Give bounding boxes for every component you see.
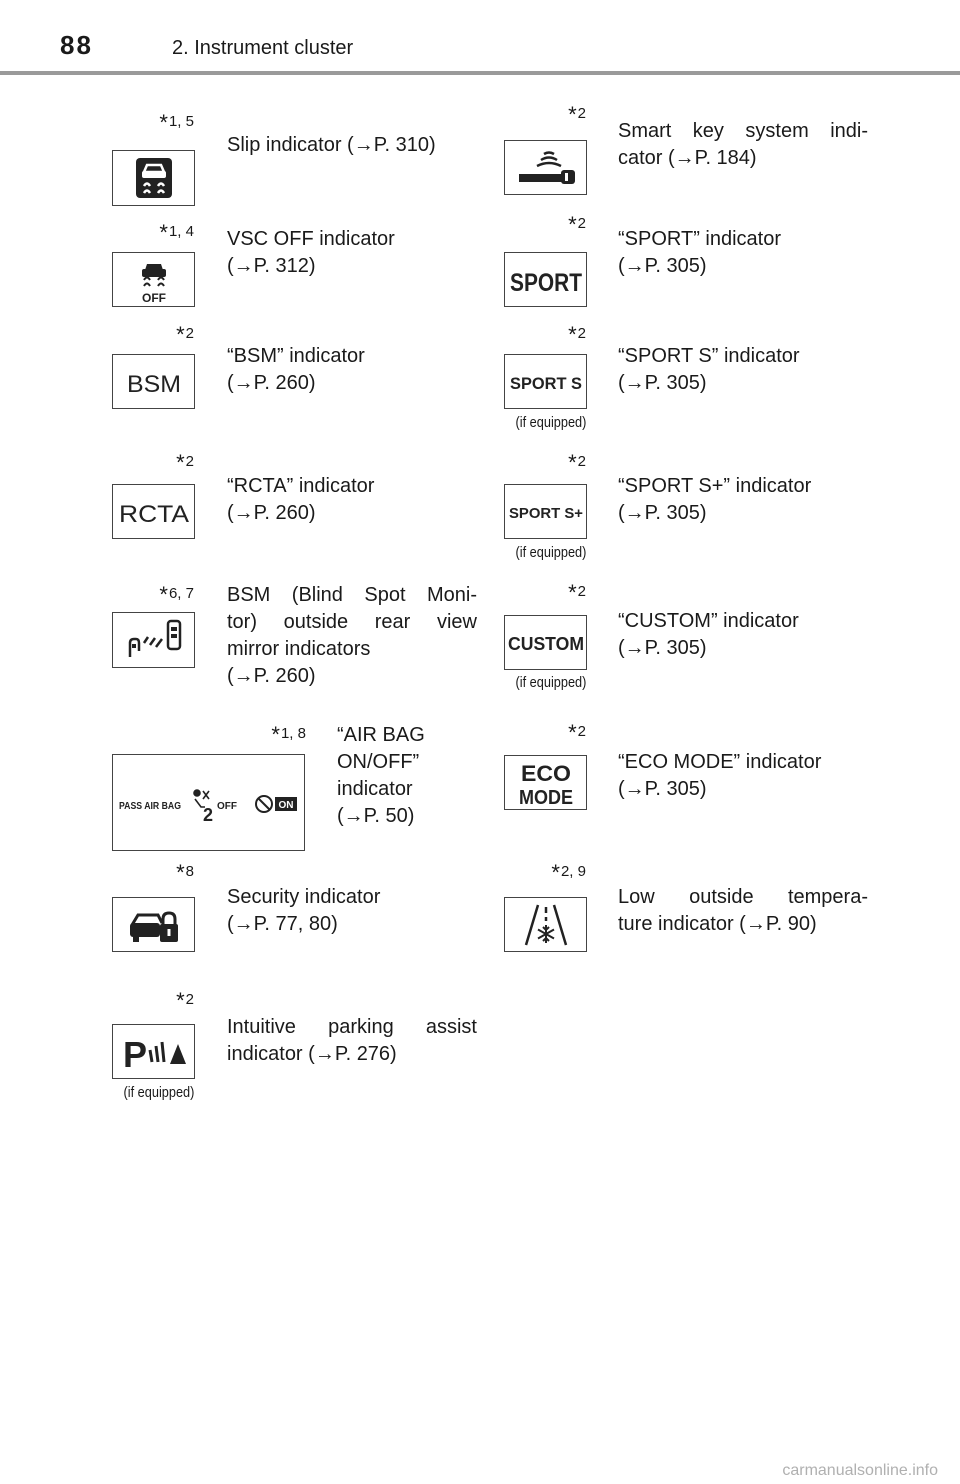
footnote-ref: *2 xyxy=(176,322,194,347)
low-temp-desc: Low outside tempera- ture indicator (→P.… xyxy=(618,886,868,935)
parking-assist-icon: P xyxy=(112,1024,195,1079)
footnote-ref: *2 xyxy=(568,102,586,127)
svg-text:SPORT S+: SPORT S+ xyxy=(509,505,583,522)
svg-text:CUSTOM: CUSTOM xyxy=(508,634,584,654)
page-header: 88 2. Instrument cluster xyxy=(0,0,960,76)
if-equipped-label: (if equipped) xyxy=(515,544,586,561)
svg-text:OFF: OFF xyxy=(217,801,237,812)
sport-s-plus-desc: “SPORT S+” indicator (→P. 305) xyxy=(618,475,812,524)
if-equipped-label: (if equipped) xyxy=(515,414,586,431)
bsm-mirror-desc: BSM (Blind Spot Moni- tor) outside rear … xyxy=(227,584,477,687)
sport-s-plus-icon: SPORT S+ xyxy=(504,484,587,539)
footnote-ref: *1, 5 xyxy=(159,110,194,135)
security-lock-icon xyxy=(112,897,195,952)
footnote-ref: *8 xyxy=(176,860,194,885)
parking-assist-desc: Intuitive parking assist indicator (→P. … xyxy=(227,1016,477,1065)
svg-text:ON: ON xyxy=(278,800,293,811)
header-rule xyxy=(0,71,960,75)
smart-key-desc: Smart key system indi- cator (→P. 184) xyxy=(618,120,868,169)
airbag-desc: “AIR BAG ON/OFF” indicator (→P. 50) xyxy=(337,724,425,827)
bsm-desc: “BSM” indicator (→P. 260) xyxy=(227,345,365,394)
slip-indicator-desc: Slip indicator (→P. 310) xyxy=(227,134,436,156)
footnote-ref: *2 xyxy=(568,720,586,745)
vsc-off-desc: VSC OFF indicator (→P. 312) xyxy=(227,228,395,277)
rcta-icon: RCTA xyxy=(112,484,195,539)
footnote-ref: *1, 8 xyxy=(271,722,306,747)
sport-s-desc: “SPORT S” indicator (→P. 305) xyxy=(618,345,800,394)
footnote-ref: *6, 7 xyxy=(159,582,194,607)
svg-text:BSM: BSM xyxy=(127,371,181,398)
smart-key-icon xyxy=(504,140,587,195)
section-title: 2. Instrument cluster xyxy=(172,37,354,59)
bsm-mirror-icon xyxy=(112,612,195,668)
svg-text:SPORT S: SPORT S xyxy=(510,374,582,393)
airbag-on-off-icon: PASS AIR BAG 2 OFF ON xyxy=(112,754,305,851)
svg-text:ECO: ECO xyxy=(521,761,571,786)
svg-text:RCTA: RCTA xyxy=(119,501,189,528)
custom-desc: “CUSTOM” indicator (→P. 305) xyxy=(618,610,799,659)
svg-text:OFF: OFF xyxy=(142,291,166,304)
footnote-ref: *2 xyxy=(568,322,586,347)
if-equipped-label: (if equipped) xyxy=(515,674,586,691)
sport-desc: “SPORT” indicator (→P. 305) xyxy=(618,228,782,277)
watermark: carmanualsonline.info xyxy=(782,1462,938,1479)
rcta-desc: “RCTA” indicator (→P. 260) xyxy=(227,475,375,524)
svg-text:P: P xyxy=(123,1034,147,1074)
footnote-ref: *2, 9 xyxy=(551,860,586,885)
if-equipped-label: (if equipped) xyxy=(123,1084,194,1101)
footnote-ref: *2 xyxy=(568,212,586,237)
footnote-ref: *2 xyxy=(176,450,194,475)
sport-icon: SPORT xyxy=(504,252,587,307)
footnote-ref: *1, 4 xyxy=(159,220,194,245)
footnote-ref: *2 xyxy=(568,450,586,475)
footnote-ref: *2 xyxy=(176,988,194,1013)
page-number: 88 xyxy=(60,30,93,60)
svg-text:SPORT: SPORT xyxy=(510,269,582,297)
svg-text:MODE: MODE xyxy=(519,787,573,808)
eco-mode-desc: “ECO MODE” indicator (→P. 305) xyxy=(618,751,822,800)
sport-s-icon: SPORT S xyxy=(504,354,587,409)
svg-text:2: 2 xyxy=(203,805,213,825)
footnote-ref: *2 xyxy=(568,580,586,605)
security-desc: Security indicator (→P. 77, 80) xyxy=(227,886,381,935)
custom-icon: CUSTOM xyxy=(504,615,587,670)
svg-text:PASS AIR BAG: PASS AIR BAG xyxy=(119,801,181,812)
vsc-off-icon: OFF xyxy=(112,252,195,307)
slip-indicator-icon xyxy=(112,150,195,206)
low-temp-icon xyxy=(504,897,587,952)
bsm-icon: BSM xyxy=(112,354,195,409)
